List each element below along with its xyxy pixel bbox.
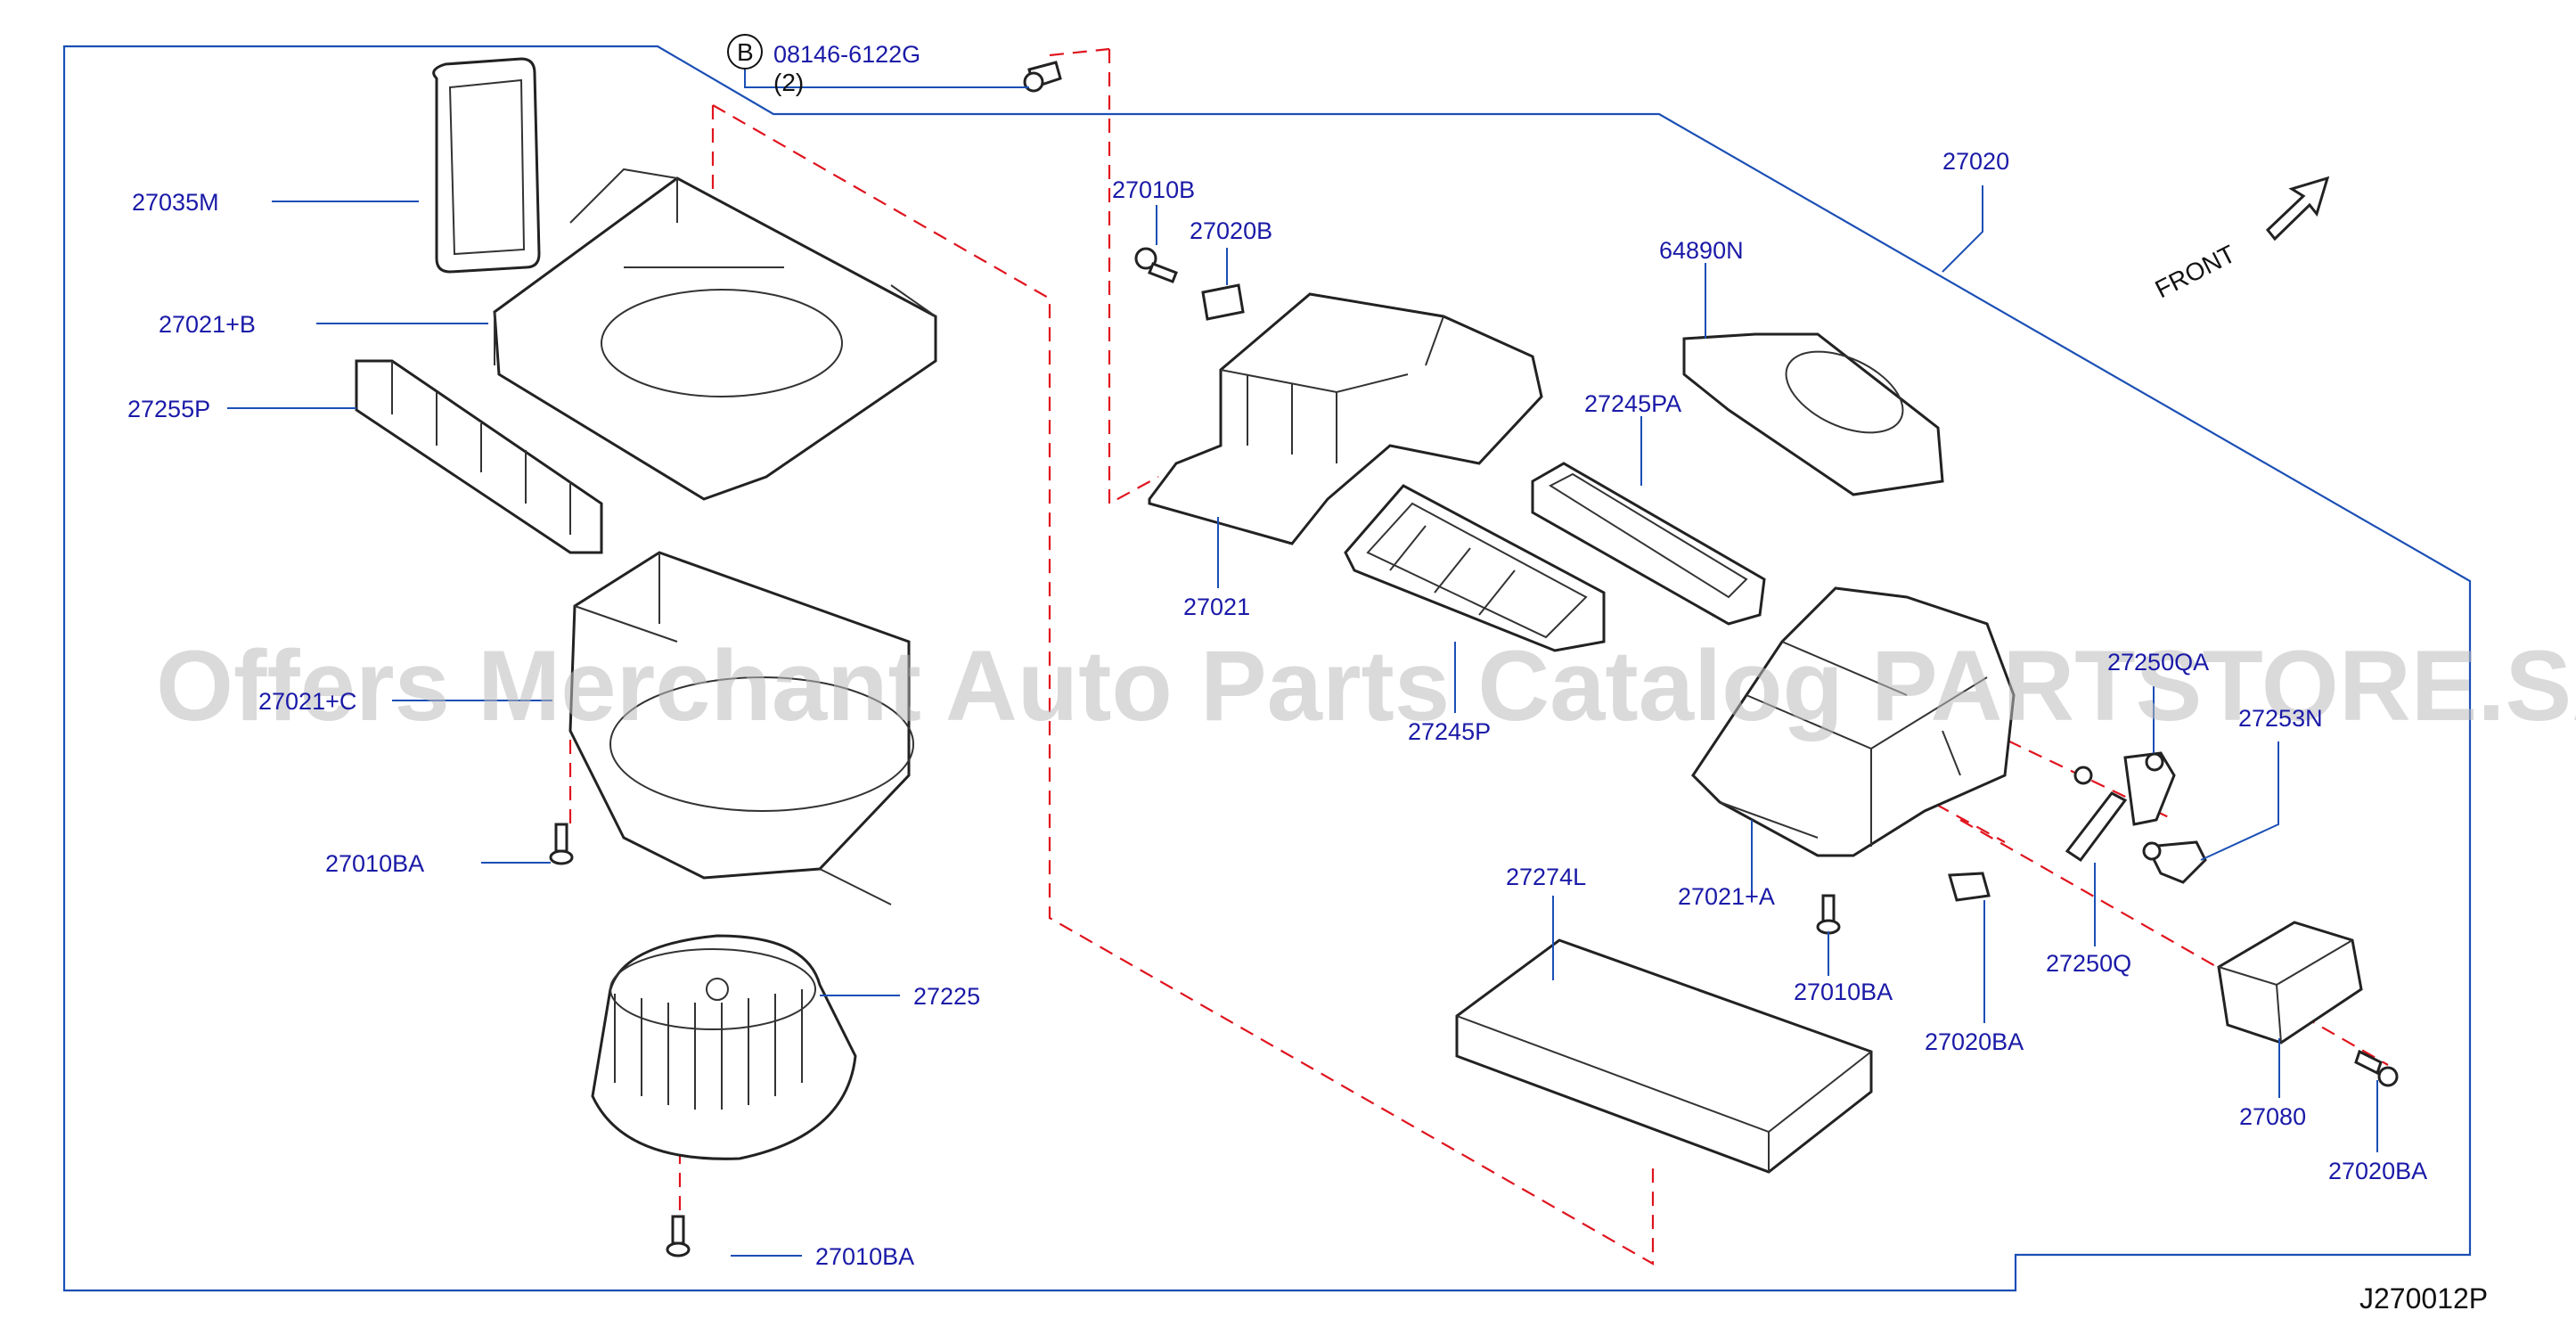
part-label-27250q[interactable]: 27250Q [2046,950,2131,977]
part-label-27274l[interactable]: 27274L [1506,864,1586,890]
blower-housing-27021c[interactable] [568,551,914,905]
rod-27250q[interactable] [2065,766,2128,863]
heater-case-27021a[interactable] [1691,586,2016,857]
link-27250qa[interactable] [2123,751,2176,826]
part-label-27080[interactable]: 27080 [2239,1103,2306,1130]
part-label-27010ba-3[interactable]: 27010BA [1794,979,1893,1005]
part-label-27020b[interactable]: 27020B [1190,217,1272,244]
actuator-27080[interactable] [2217,921,2363,1044]
assembly-frame [62,45,2472,1292]
fastener-badge: B [737,38,754,66]
assembly-guide-screw [1049,47,1110,57]
lever-27253n[interactable] [2142,840,2207,884]
part-label-64890n[interactable]: 64890N [1659,237,1744,264]
watermark-text: Offers Merchant Auto Parts Catalog PARTS… [156,630,2576,741]
lower-case-27021[interactable] [1148,292,1543,545]
fastener-quantity: (2) [773,69,804,96]
screw-top-08146[interactable] [1023,61,1062,93]
clip-27020ba-1[interactable] [1948,872,1991,902]
screw-27010ba-3[interactable] [1816,894,1841,935]
part-label-27035m[interactable]: 27035M [132,189,219,216]
blower-motor-27225[interactable] [591,934,857,1160]
filter-cover-27245pa[interactable] [1531,462,1766,626]
screw-27010ba-2[interactable] [666,1215,691,1257]
part-label-27020[interactable]: 27020 [1942,148,2009,175]
screw-27010b[interactable] [1134,247,1178,283]
upper-case-27021b[interactable] [493,168,937,501]
fastener-callout[interactable]: B 08146-6122G (2) [727,34,920,96]
assembly-guide-left [712,104,1655,1266]
screw-27020ba-2[interactable] [2354,1049,2399,1087]
part-label-27245pa[interactable]: 27245PA [1584,390,1681,417]
evaporator-27274l[interactable] [1455,938,1873,1174]
direction-label: FRONT [2151,240,2240,303]
diagram-code: J270012P [2359,1282,2488,1315]
part-label-27250qa[interactable]: 27250QA [2107,649,2209,676]
part-label-27020ba-1[interactable]: 27020BA [1925,1028,2024,1055]
part-label-27255p[interactable]: 27255P [127,396,210,422]
gasket-27035m[interactable] [432,57,541,274]
grille-27255p[interactable] [355,359,603,554]
part-label-27021a[interactable]: 27021+A [1678,883,1775,910]
filter-frame-27245p[interactable] [1344,484,1606,652]
part-label-27010ba-2[interactable]: 27010BA [815,1243,914,1270]
front-arrow-icon [2265,176,2330,242]
duct-64890n[interactable] [1682,332,1944,496]
part-label-27021c[interactable]: 27021+C [258,688,356,715]
part-label-27021b[interactable]: 27021+B [159,311,256,338]
part-label-27245p[interactable]: 27245P [1408,718,1491,745]
part-label-27021[interactable]: 27021 [1183,594,1250,620]
part-label-27253n[interactable]: 27253N [2238,705,2323,732]
clip-27020b[interactable] [1201,283,1245,321]
assembly-guide-top [1108,49,1159,505]
part-label-27010ba-1[interactable]: 27010BA [325,850,424,877]
screw-27010ba-1[interactable] [549,823,574,865]
leader-lines [227,53,2378,1257]
fastener-part-number[interactable]: 08146-6122G [773,41,920,68]
part-label-27225[interactable]: 27225 [913,983,980,1010]
part-label-27020ba-2[interactable]: 27020BA [2328,1158,2427,1184]
badge-circle [727,34,763,70]
part-label-27010b[interactable]: 27010B [1112,176,1195,203]
